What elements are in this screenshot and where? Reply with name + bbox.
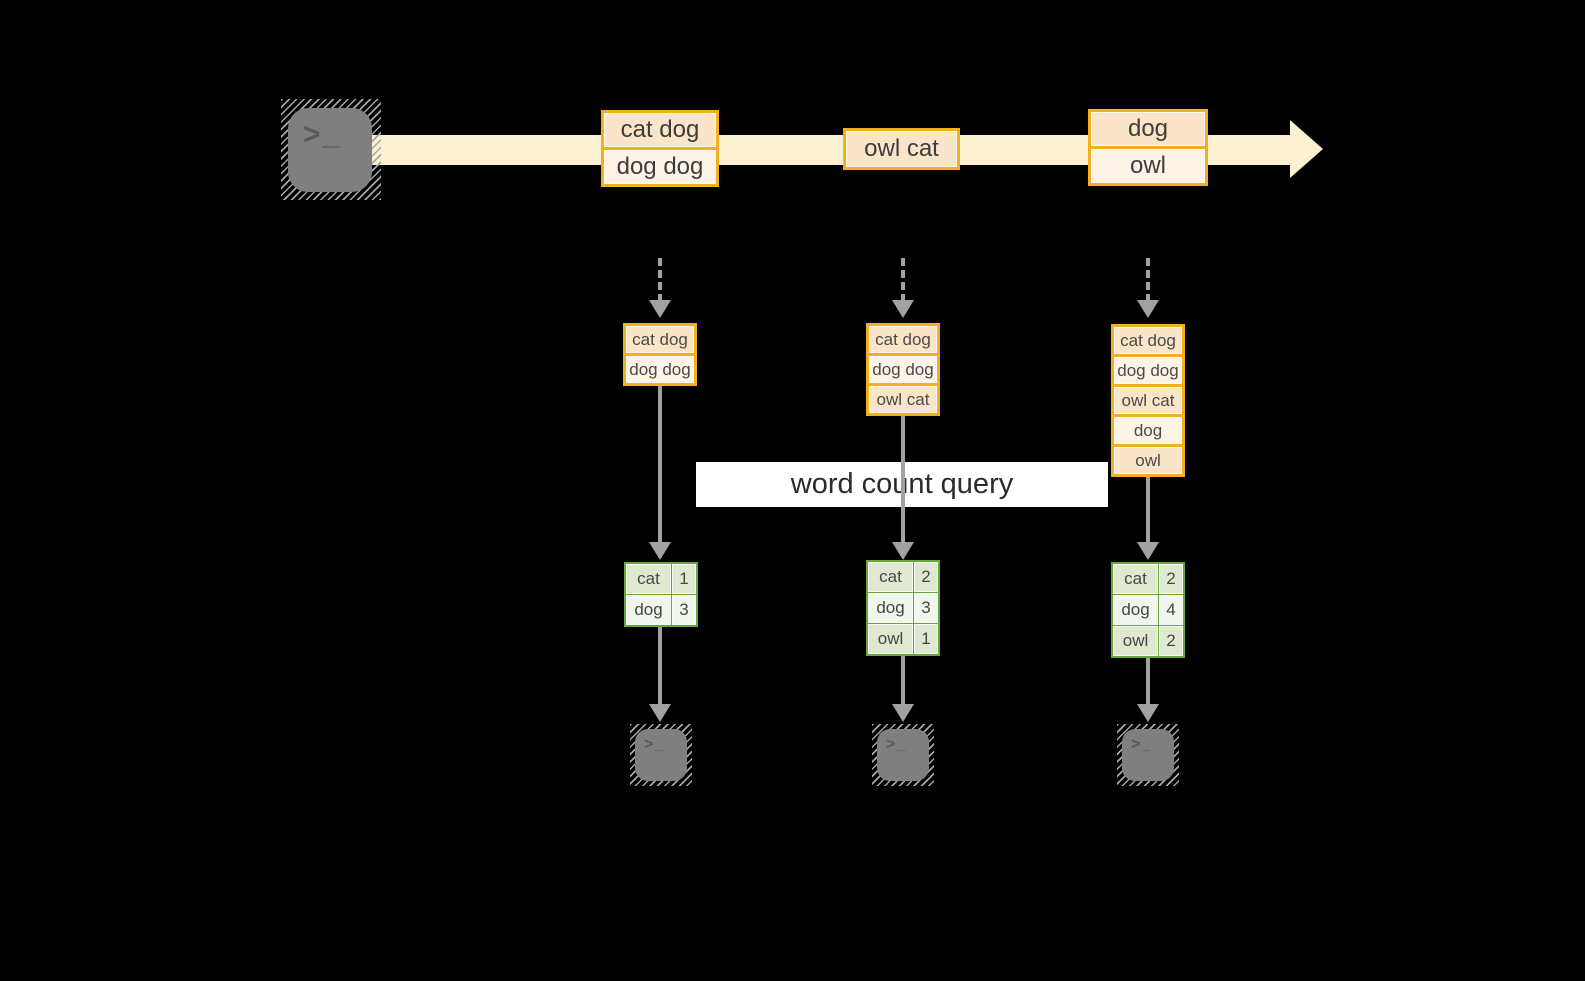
- event-buffer-stack-1: cat dog dog dog: [623, 323, 697, 386]
- buffer-line: cat dog: [1114, 327, 1182, 354]
- dashed-arrow-head-icon: [892, 300, 914, 318]
- sink-terminal-icon-1: >_: [630, 724, 692, 786]
- count-cell: 4: [1160, 596, 1182, 624]
- word-count-table-1: cat 1 dog 3: [624, 562, 698, 627]
- sink-terminal-icon-3: >_: [1117, 724, 1179, 786]
- count-cell: 3: [673, 596, 695, 624]
- buffer-line: dog dog: [869, 356, 937, 383]
- terminal-glyph: >_: [635, 729, 687, 781]
- buffer-line: owl cat: [869, 386, 937, 413]
- dashed-arrow-line: [901, 258, 905, 302]
- buffer-line: dog dog: [626, 356, 694, 383]
- sink-terminal-icon-2: >_: [872, 724, 934, 786]
- buffer-line: owl cat: [1114, 387, 1182, 414]
- word-cell: cat: [627, 565, 670, 593]
- dashed-arrow-line: [1146, 258, 1150, 302]
- event-buffer-stack-3: cat dog dog dog owl cat dog owl: [1111, 324, 1185, 477]
- count-cell: 1: [915, 625, 937, 653]
- arrow-line: [901, 656, 905, 704]
- count-cell: 1: [673, 565, 695, 593]
- terminal-glyph: >_: [288, 108, 372, 192]
- event-line: cat dog: [604, 113, 716, 147]
- arrow-head-icon: [649, 704, 671, 722]
- terminal-glyph: >_: [877, 729, 929, 781]
- source-terminal-icon: >_: [281, 99, 381, 200]
- count-cell: 2: [1160, 565, 1182, 593]
- event-line: dog dog: [604, 150, 716, 184]
- word-cell: dog: [627, 596, 670, 624]
- word-cell: owl: [869, 625, 912, 653]
- event-buffer-stack-2: cat dog dog dog owl cat: [866, 323, 940, 416]
- event-line: owl: [1091, 149, 1205, 183]
- arrow-line: [658, 627, 662, 704]
- arrow-line: [901, 416, 905, 542]
- arrow-head-icon: [649, 542, 671, 560]
- stream-event-box-1: cat dog dog dog: [601, 110, 719, 187]
- word-cell: cat: [869, 563, 912, 591]
- arrow-line: [1146, 477, 1150, 542]
- stream-event-box-2: owl cat: [843, 128, 960, 170]
- terminal-glyph: >_: [1122, 729, 1174, 781]
- count-cell: 2: [915, 563, 937, 591]
- buffer-line: owl: [1114, 447, 1182, 474]
- word-cell: owl: [1114, 627, 1157, 655]
- dashed-arrow-line: [658, 258, 662, 302]
- count-cell: 2: [1160, 627, 1182, 655]
- stream-event-box-3: dog owl: [1088, 109, 1208, 186]
- buffer-line: cat dog: [869, 326, 937, 353]
- count-cell: 3: [915, 594, 937, 622]
- dashed-arrow-head-icon: [1137, 300, 1159, 318]
- buffer-line: cat dog: [626, 326, 694, 353]
- arrow-head-icon: [892, 542, 914, 560]
- word-count-table-3: cat 2 dog 4 owl 2: [1111, 562, 1185, 658]
- word-cell: dog: [869, 594, 912, 622]
- arrow-head-icon: [892, 704, 914, 722]
- dashed-arrow-head-icon: [649, 300, 671, 318]
- word-cell: cat: [1114, 565, 1157, 593]
- buffer-line: dog: [1114, 417, 1182, 444]
- word-count-table-2: cat 2 dog 3 owl 1: [866, 560, 940, 656]
- arrow-line: [1146, 658, 1150, 704]
- buffer-line: dog dog: [1114, 357, 1182, 384]
- arrow-line: [658, 386, 662, 542]
- arrow-head-icon: [1137, 704, 1159, 722]
- event-line: owl cat: [846, 131, 957, 167]
- event-line: dog: [1091, 112, 1205, 146]
- word-cell: dog: [1114, 596, 1157, 624]
- stream-arrowhead-icon: [1290, 120, 1323, 178]
- arrow-head-icon: [1137, 542, 1159, 560]
